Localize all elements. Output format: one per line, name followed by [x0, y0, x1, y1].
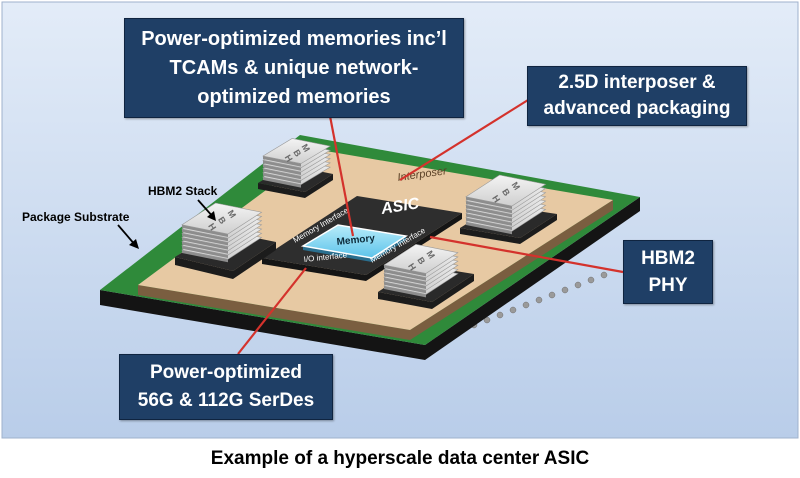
- leader-lines: [237, 94, 624, 355]
- hbm-glyph: H: [490, 193, 502, 204]
- memories-callout-line-1: Power-optimized memories inc’l: [141, 27, 447, 50]
- memories-callout-line-2: TCAMs & unique network-: [169, 56, 419, 79]
- hbm-glyph: H: [283, 153, 295, 164]
- asic-label: ASIC: [379, 195, 421, 218]
- hbm-plate-side: [466, 196, 512, 209]
- memories-leader: [328, 115, 355, 237]
- phy-callout: HBM2 PHY: [623, 240, 713, 304]
- memory-label: Memory: [336, 233, 376, 248]
- hbm-glyph: M: [226, 208, 238, 220]
- hbm-plate-side: [466, 217, 512, 230]
- interposer-leader: [399, 94, 537, 181]
- hbm-plate-side: [263, 177, 301, 188]
- hbm-plate-side: [384, 265, 426, 277]
- hbm-plate-side: [182, 237, 228, 250]
- hbm-plate-side: [263, 168, 301, 180]
- interposer-callout-line-1: 2.5D interposer &: [558, 72, 716, 93]
- memory-block: [300, 224, 409, 262]
- phy-leader: [429, 235, 624, 274]
- hbm-plate-side: [182, 233, 228, 246]
- hbm-plate-side: [466, 213, 512, 226]
- hbm-plate-side: [182, 245, 228, 258]
- hbm-stack-left: HBM: [175, 202, 276, 279]
- hbm-stack-pointer: [197, 199, 216, 221]
- memories-callout: Power-optimized memories inc’l TCAMs & u…: [124, 18, 464, 118]
- hbm-glyph: B: [500, 187, 512, 198]
- hbm-glyph: B: [216, 215, 228, 226]
- hbm-plate-side: [182, 250, 228, 263]
- hbm-plate-side: [263, 156, 301, 167]
- hbm-plate-side: [384, 277, 426, 289]
- hbm-plate-side: [384, 286, 426, 298]
- hbm-plate-side: [466, 222, 512, 235]
- hbm-stack-label: HBM2 Stack: [148, 184, 218, 198]
- serdes-callout-line-2: 56G & 112G SerDes: [137, 390, 315, 411]
- hbm-plate: [181, 202, 263, 235]
- hbm-plate-side: [182, 224, 228, 237]
- hbm-plate-side: [182, 241, 228, 254]
- hbm-plate-side: [263, 172, 301, 184]
- package-substrate-label: Package Substrate: [22, 210, 130, 224]
- hbm-glyph: H: [406, 261, 418, 272]
- hbm-plate-side: [384, 273, 426, 285]
- figure-caption: Example of a hyperscale data center ASIC: [210, 448, 590, 469]
- hbm-glyph: M: [424, 249, 436, 261]
- serdes-callout: Power-optimized 56G & 112G SerDes: [119, 354, 333, 420]
- hbm-glyph: H: [206, 221, 218, 232]
- hbm-plate-side: [466, 205, 512, 218]
- interposer-callout: 2.5D interposer & advanced packaging: [527, 66, 747, 126]
- hbm-plate-side: [384, 281, 426, 294]
- hbm-plate-side: [263, 164, 301, 175]
- hbm-plate-side: [384, 269, 426, 281]
- hbm-plate: [262, 138, 331, 164]
- serdes-callout-line-1: Power-optimized: [149, 362, 302, 383]
- phy-callout-line-2: PHY: [648, 275, 688, 296]
- memories-callout-line-3: optimized memories: [197, 85, 391, 108]
- serdes-leader: [237, 267, 307, 355]
- hbm-plate-side: [466, 209, 512, 222]
- interposer-callout-line-2: advanced packaging: [543, 98, 731, 119]
- hbm-plate: [465, 174, 547, 207]
- hbm-stack-right-bottom: HBM: [378, 243, 474, 309]
- hbm-glyph: B: [291, 148, 303, 159]
- hbm-plate-side: [182, 229, 228, 242]
- hbm-glyph: M: [510, 180, 522, 192]
- hbm-glyph: B: [415, 255, 427, 266]
- hbm-stack-top: HBM: [258, 138, 333, 198]
- package-substrate-pointer: [117, 224, 139, 249]
- hbm-plate: [383, 243, 459, 274]
- phy-callout-line-1: HBM2: [641, 248, 695, 269]
- hbm-stack-right-top: HBM: [460, 174, 557, 244]
- hbm-glyph: M: [300, 142, 312, 154]
- hbm-plate-side: [263, 160, 301, 171]
- hbm-plate-side: [466, 201, 512, 214]
